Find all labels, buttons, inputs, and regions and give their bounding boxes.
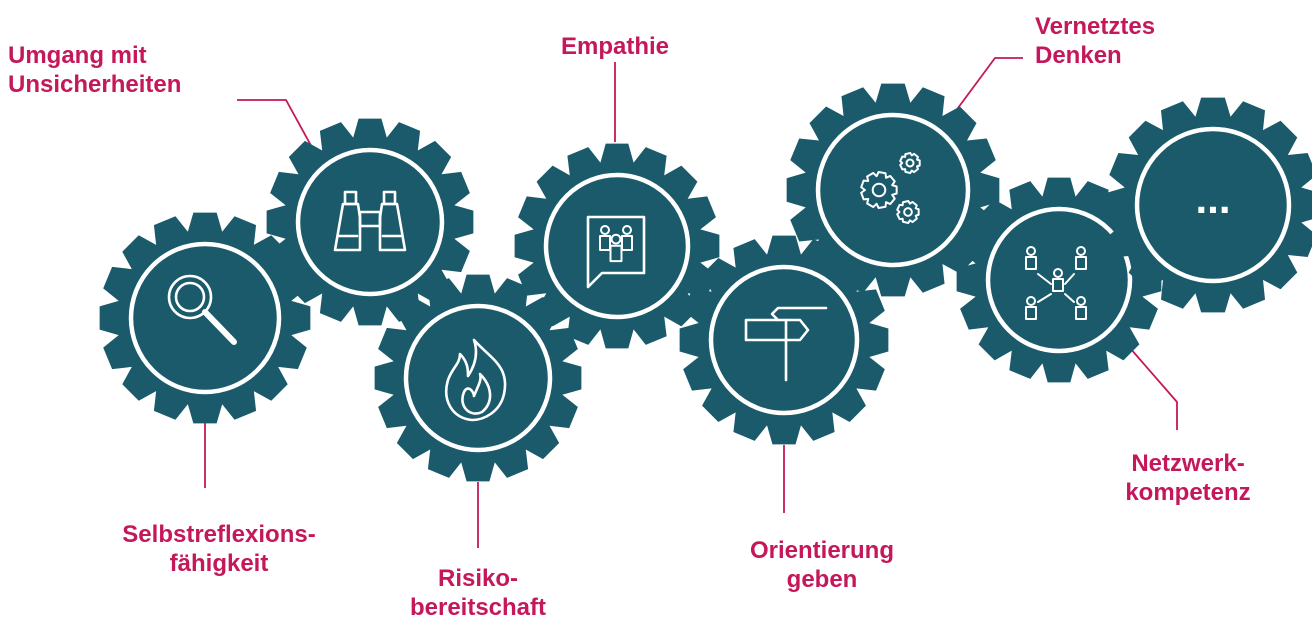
signpost-icon — [744, 306, 828, 382]
gear-unsicherheiten — [266, 118, 474, 326]
cogs-icon — [860, 152, 921, 224]
connector-line — [237, 99, 315, 152]
label-selbstreflexion: Selbstreflexions- fähigkeit — [122, 521, 316, 577]
network-people-icon — [1025, 246, 1087, 320]
people-speech-icon — [586, 215, 646, 289]
connector-line — [954, 57, 1023, 113]
label-risiko: Risiko- bereitschaft — [409, 565, 547, 621]
gear-selbstreflexion — [99, 212, 311, 424]
connector-lines — [204, 57, 1178, 548]
gear-mehr — [1105, 97, 1312, 313]
label-netzwerk: Netzwerk- kompetenz — [1125, 450, 1251, 506]
gear-vernetzt — [786, 83, 1000, 297]
connector-line — [1129, 347, 1178, 430]
binoculars-icon — [333, 190, 407, 252]
label-unsicherheiten: Umgang mit Unsicherheiten — [8, 42, 182, 98]
gear-icons: ... — [167, 152, 1231, 422]
gear-risiko — [374, 274, 582, 482]
ellipsis-icon: ... — [1195, 175, 1230, 222]
flame-icon — [445, 338, 507, 422]
gear-chain — [99, 83, 1312, 482]
magnifier-icon — [167, 274, 237, 345]
label-empathie: Empathie — [560, 33, 670, 60]
label-vernetzt: Vernetztes Denken — [1035, 13, 1156, 69]
label-orientierung: Orientierung geben — [749, 537, 894, 593]
